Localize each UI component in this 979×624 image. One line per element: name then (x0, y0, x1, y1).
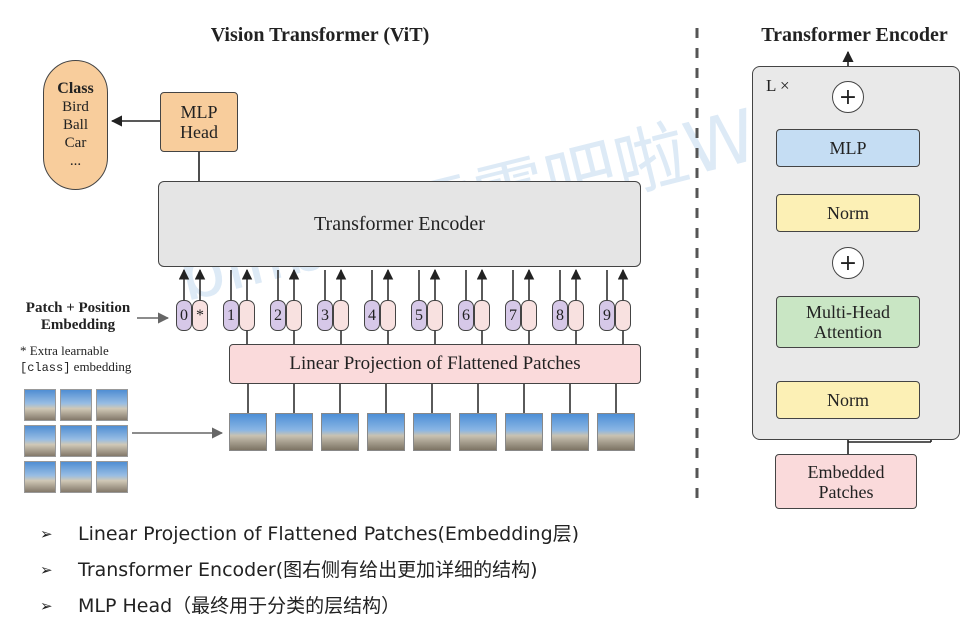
patch-position-label: Patch + Position Embedding (25, 300, 131, 333)
bullet-item: ➢ MLP Head（最终用于分类的层结构） (40, 588, 579, 624)
position-embedding (333, 300, 349, 331)
token-index: 3 (317, 300, 333, 331)
class-token-code: [class] (20, 361, 71, 375)
position-embedding (568, 300, 584, 331)
embedded-patches-box: Embedded Patches (775, 454, 917, 509)
token-index: 9 (599, 300, 615, 331)
position-embedding (286, 300, 302, 331)
image-patch (597, 413, 635, 451)
source-image-tile (60, 425, 92, 457)
extra-note-line2: [class] embedding (20, 359, 131, 376)
vit-title: Vision Transformer (ViT) (210, 24, 430, 46)
bullet-text: MLP Head（最终用于分类的层结构） (78, 595, 401, 617)
token-7: 7 (505, 300, 537, 331)
bullet-arrow-icon: ➢ (40, 525, 53, 543)
position-embedding (380, 300, 396, 331)
class-item-ball: Ball (63, 117, 88, 133)
class-token-marker: * (192, 300, 208, 331)
image-patch (321, 413, 359, 451)
extra-learnable-note: * Extra learnable [class] embedding (20, 343, 131, 376)
image-patch (367, 413, 405, 451)
encoder-detail-title: Transformer Encoder (761, 24, 948, 46)
source-image-tile (96, 389, 128, 421)
token-1: 1 (223, 300, 255, 331)
linear-projection-box: Linear Projection of Flattened Patches (229, 344, 641, 384)
token-index: 5 (411, 300, 427, 331)
bullet-arrow-icon: ➢ (40, 561, 53, 579)
encoder-mlp-box: MLP (776, 129, 920, 167)
extra-note-suffix: embedding (70, 359, 132, 374)
image-patch (505, 413, 543, 451)
source-image-tile (24, 425, 56, 457)
extra-note-line1: * Extra learnable (20, 343, 109, 358)
class-item-car: Car (64, 135, 87, 151)
position-embedding (427, 300, 443, 331)
token-index: 4 (364, 300, 380, 331)
bullet-item: ➢ Linear Projection of Flattened Patches(… (40, 516, 579, 552)
token-0: 0* (176, 300, 208, 331)
token-3: 3 (317, 300, 349, 331)
token-6: 6 (458, 300, 490, 331)
token-5: 5 (411, 300, 443, 331)
source-image-tile (24, 389, 56, 421)
image-patch (413, 413, 451, 451)
class-item-ellipsis: ... (69, 153, 82, 169)
image-patch (229, 413, 267, 451)
residual-add-top: + (832, 81, 864, 113)
image-patch (459, 413, 497, 451)
token-index: 1 (223, 300, 239, 331)
bullet-item: ➢ Transformer Encoder(图右侧有给出更加详细的结构) (40, 552, 579, 588)
source-image-tile (96, 461, 128, 493)
token-index: 0 (176, 300, 192, 331)
bullet-list: ➢ Linear Projection of Flattened Patches(… (40, 516, 579, 624)
encoder-norm-bottom-box: Norm (776, 381, 920, 419)
mlp-head-box: MLP Head (160, 92, 238, 152)
token-index: 7 (505, 300, 521, 331)
source-image-tile (60, 461, 92, 493)
bullet-arrow-icon: ➢ (40, 597, 53, 615)
bullet-text: Transformer Encoder(图右侧有给出更加详细的结构) (78, 559, 538, 581)
position-embedding (521, 300, 537, 331)
source-image-tile (96, 425, 128, 457)
token-4: 4 (364, 300, 396, 331)
repeat-label: L × (766, 76, 790, 95)
class-item-bird: Bird (62, 99, 89, 115)
token-9: 9 (599, 300, 631, 331)
token-index: 8 (552, 300, 568, 331)
token-2: 2 (270, 300, 302, 331)
token-index: 2 (270, 300, 286, 331)
residual-add-bottom: + (832, 247, 864, 279)
source-image-tile (60, 389, 92, 421)
image-patch (551, 413, 589, 451)
position-embedding (615, 300, 631, 331)
token-index: 6 (458, 300, 474, 331)
position-embedding (239, 300, 255, 331)
class-output-box: Class Bird Ball Car ... (43, 60, 108, 190)
source-image-tile (24, 461, 56, 493)
position-embedding (474, 300, 490, 331)
image-patch (275, 413, 313, 451)
multi-head-attention-box: Multi-Head Attention (776, 296, 920, 348)
transformer-encoder-box: Transformer Encoder (158, 181, 641, 267)
encoder-norm-top-box: Norm (776, 194, 920, 232)
class-title: Class (57, 80, 94, 97)
token-8: 8 (552, 300, 584, 331)
bullet-text: Linear Projection of Flattened Patches(E… (78, 523, 580, 545)
